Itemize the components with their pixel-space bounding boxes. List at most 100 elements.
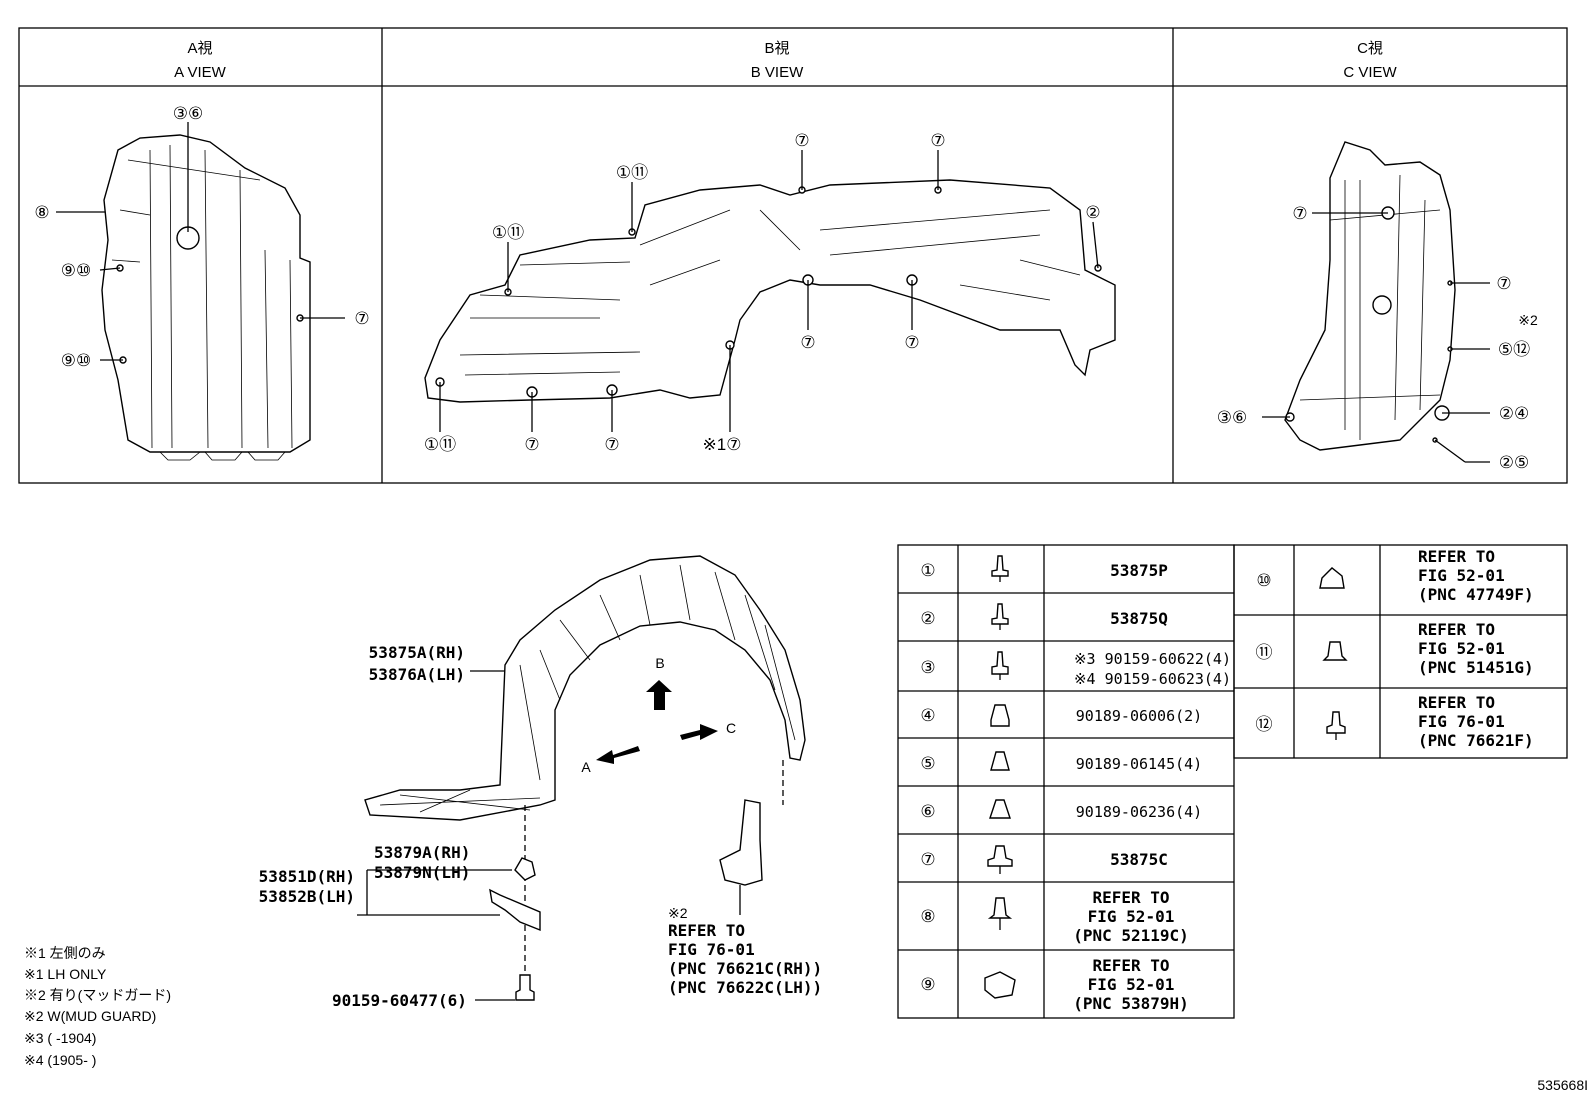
row-4-index: ④ — [920, 706, 935, 725]
clip-icon — [987, 897, 1013, 930]
row-5-index: ⑤ — [920, 754, 935, 773]
row-10-index: ⑩ — [1256, 571, 1271, 590]
clip-icon — [984, 971, 1016, 999]
arrow-b — [646, 680, 672, 710]
b-callout-7-top-right: ⑦ — [930, 131, 945, 150]
note-1-en: ※1 LH ONLY — [24, 966, 107, 982]
row-8-index: ⑧ — [920, 907, 935, 926]
c-callout-7-right: ⑦ — [1496, 274, 1511, 293]
c-callout-2-5: ②⑤ — [1499, 453, 1529, 472]
c-view-liner-drawing — [1284, 141, 1456, 451]
a-callout-3-6: ③⑥ — [173, 104, 203, 123]
clip-icon — [987, 845, 1013, 874]
table-row: ② 53875Q — [920, 603, 1168, 630]
c-callout-3-6: ③⑥ — [1217, 408, 1247, 427]
mud-guard-note-mark: ※2 — [668, 905, 688, 921]
screw-part — [515, 974, 535, 1001]
note-4: ※4 (1905- ) — [24, 1052, 96, 1068]
row-10-fig: FIG 52-01 — [1418, 566, 1505, 585]
liner-lh-part-number: 53876A(LH) — [369, 665, 465, 684]
row-3-part-number-early: ※3 90159-60622(4) — [1074, 650, 1231, 668]
clip-icon — [1322, 641, 1348, 661]
bracket-part — [489, 888, 541, 932]
row-3-index: ③ — [920, 658, 935, 677]
a-callout-8: ⑧ — [34, 203, 49, 222]
row-2-index: ② — [920, 609, 935, 628]
row-6-part-number: 90189-06236(4) — [1076, 803, 1202, 821]
arrow-a-label: A — [581, 759, 591, 775]
table-row: ④ 90189-06006(2) — [920, 704, 1202, 727]
clip-rh-part-number: 53879A(RH) — [374, 843, 470, 862]
b-callout-7-bottom-2: ⑦ — [604, 435, 619, 454]
row-11-fig: FIG 52-01 — [1418, 639, 1505, 658]
row-7-part-number: 53875C — [1110, 850, 1168, 869]
row-11-pnc: (PNC 51451G) — [1418, 658, 1534, 677]
b-callout-1-11-bottom: ①⑪ — [424, 435, 456, 454]
table-row: ③ ※3 90159-60622(4) ※4 90159-60623(4) — [920, 650, 1231, 688]
a-callout-9-10-upper: ⑨⑩ — [61, 261, 91, 280]
clip-icon — [1319, 567, 1345, 589]
clip-part — [514, 857, 536, 881]
b-view-leader-lines — [439, 150, 1099, 432]
note-1-jp: ※1 左側のみ — [24, 945, 106, 961]
parts-table-right — [1233, 544, 1568, 759]
view-c-jp-label: C視 — [1357, 40, 1383, 57]
b-callout-1-11-left: ①⑪ — [492, 223, 524, 242]
row-11-index: ⑪ — [1256, 643, 1273, 662]
view-a-en-label: A VIEW — [174, 64, 227, 81]
screw-part-number: 90159-60477(6) — [332, 991, 467, 1010]
figure-id: 535668I — [1537, 1077, 1588, 1093]
row-12-fig: FIG 76-01 — [1418, 712, 1505, 731]
row-5-part-number: 90189-06145(4) — [1076, 755, 1202, 773]
b-callout-1-11-top: ①⑪ — [616, 163, 648, 182]
fender-liner-main-drawing — [364, 555, 806, 821]
row-9-fig: FIG 52-01 — [1088, 975, 1175, 994]
screw-icon — [991, 555, 1009, 582]
mud-guard-refer-line3: (PNC 76621C(RH)) — [668, 959, 822, 978]
a-view-leader-lines — [56, 122, 345, 361]
row-10-pnc: (PNC 47749F) — [1418, 585, 1534, 604]
footnotes: ※1 左側のみ ※1 LH ONLY ※2 有り(マッドガード) ※2 W(MU… — [24, 945, 171, 1068]
view-a-jp-label: A視 — [187, 40, 212, 57]
mud-guard-refer-line4: (PNC 76622C(LH)) — [668, 978, 822, 997]
b-callout-7-mid-left: ⑦ — [800, 333, 815, 352]
arrow-a — [596, 746, 640, 764]
row-8-pnc: (PNC 52119C) — [1073, 926, 1189, 945]
screw-icon — [991, 603, 1009, 630]
table-row: ⑦ 53875C — [920, 845, 1168, 874]
b-callout-2: ② — [1085, 203, 1100, 222]
row-4-part-number: 90189-06006(2) — [1076, 707, 1202, 725]
nut-icon — [990, 704, 1010, 727]
c-callout-note2: ※2 — [1518, 312, 1538, 328]
nut-icon — [990, 751, 1010, 771]
clip-lh-part-number: 53879N(LH) — [374, 863, 470, 882]
c-callout-2-4: ②④ — [1499, 404, 1529, 423]
row-12-refer: REFER TO — [1418, 693, 1495, 712]
c-view-leader-lines — [1262, 212, 1490, 463]
table-row: ⑫ REFER TO FIG 76-01 (PNC 76621F) — [1256, 693, 1534, 750]
b-view-liner-drawing — [424, 179, 1116, 403]
note-3: ※3 ( -1904) — [24, 1030, 96, 1046]
note-2-en: ※2 W(MUD GUARD) — [24, 1008, 156, 1024]
row-3-part-number-late: ※4 90159-60623(4) — [1074, 670, 1231, 688]
liner-rh-part-number: 53875A(RH) — [369, 643, 465, 662]
bolt-icon — [991, 651, 1009, 680]
row-10-refer: REFER TO — [1418, 547, 1495, 566]
row-8-fig: FIG 52-01 — [1088, 907, 1175, 926]
view-frame — [18, 27, 1568, 484]
table-row: ⑧ REFER TO FIG 52-01 (PNC 52119C) — [920, 888, 1188, 945]
bracket-lh-part-number: 53852B(LH) — [259, 887, 355, 906]
row-9-index: ⑨ — [920, 975, 935, 994]
table-row: ⑪ REFER TO FIG 52-01 (PNC 51451G) — [1256, 620, 1534, 677]
b-callout-7-bottom-1: ⑦ — [524, 435, 539, 454]
main-drawing-leaders — [357, 670, 784, 1001]
arrow-b-label: B — [655, 655, 664, 671]
bracket-rh-part-number: 53851D(RH) — [259, 867, 355, 886]
b-callout-7-mid-right: ⑦ — [904, 333, 919, 352]
row-9-refer: REFER TO — [1092, 956, 1169, 975]
a-view-liner-drawing — [101, 134, 311, 461]
view-c-en-label: C VIEW — [1343, 64, 1397, 81]
table-row: ⑤ 90189-06145(4) — [920, 751, 1202, 773]
row-1-index: ① — [920, 561, 935, 580]
